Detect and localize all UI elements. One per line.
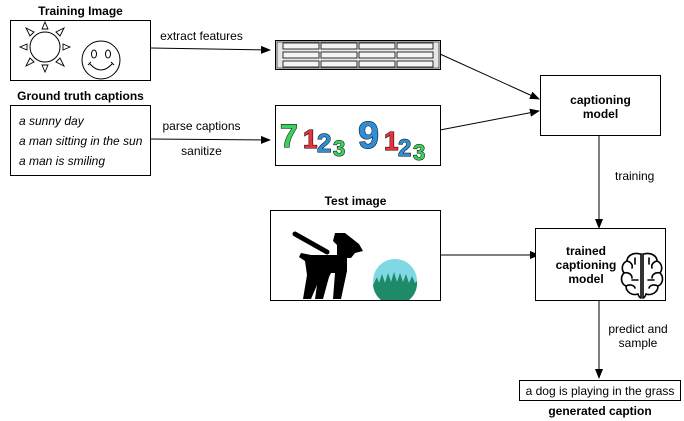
arrow-tokens-to-model — [439, 108, 540, 131]
captioning-model-line2: model — [582, 107, 619, 121]
generated-caption-box: a dog is playing in the grass — [519, 380, 681, 401]
test-image-box — [270, 210, 441, 301]
training-image-box — [10, 20, 151, 81]
caption-line: a sunny day — [19, 114, 84, 128]
trained-model-line1: trained — [565, 244, 606, 258]
caption-line: a man is smiling — [19, 154, 106, 168]
caption-line: a man sitting in the sun — [19, 134, 143, 148]
token-digit: 1 — [384, 126, 398, 156]
brain-icon — [620, 252, 664, 299]
captioning-model-line1: captioning — [570, 93, 631, 107]
dog-icon — [292, 231, 363, 299]
smiley-icon — [81, 40, 121, 80]
predict-label-line1: predict and — [608, 322, 668, 336]
tokens-graphic: 7 1 2 3 9 1 2 3 — [280, 115, 426, 166]
training-label: training — [615, 169, 655, 183]
token-digit: 9 — [358, 115, 379, 157]
training-image-title: Training Image — [38, 4, 123, 18]
parse-captions-label: parse captions — [162, 119, 241, 133]
tokens-box: 7 1 2 3 9 1 2 3 — [275, 105, 441, 166]
predict-label-line2: sample — [618, 336, 658, 350]
token-digit: 3 — [333, 136, 345, 161]
generated-caption-label: generated caption — [548, 404, 652, 418]
token-digit: 3 — [413, 140, 425, 165]
feature-grid-icon — [276, 41, 440, 69]
arrow-extract-features — [150, 45, 271, 54]
captioning-model-box: captioning model — [540, 75, 661, 136]
arrow-features-to-model — [439, 53, 540, 100]
token-digit: 2 — [398, 135, 411, 162]
test-image-title: Test image — [324, 194, 387, 208]
ground-truth-box: a sunny day a man sitting in the sun a m… — [10, 105, 151, 176]
trained-model-box: trained captioning model — [535, 228, 666, 301]
generated-caption-text: a dog is playing in the grass — [525, 384, 675, 398]
trained-model-line2: captioning — [555, 258, 617, 272]
token-digit: 7 — [280, 118, 298, 154]
arrow-parse-captions — [150, 135, 271, 144]
token-digit: 2 — [317, 128, 331, 158]
ground-truth-title: Ground truth captions — [17, 89, 144, 103]
extract-features-label: extract features — [160, 29, 243, 43]
feature-vector-box — [275, 40, 441, 70]
trained-model-line3: model — [568, 272, 604, 286]
token-digit: 1 — [303, 124, 317, 154]
sun-icon — [18, 21, 72, 74]
sanitize-label: sanitize — [181, 144, 222, 158]
grass-ball-icon — [373, 259, 418, 300]
